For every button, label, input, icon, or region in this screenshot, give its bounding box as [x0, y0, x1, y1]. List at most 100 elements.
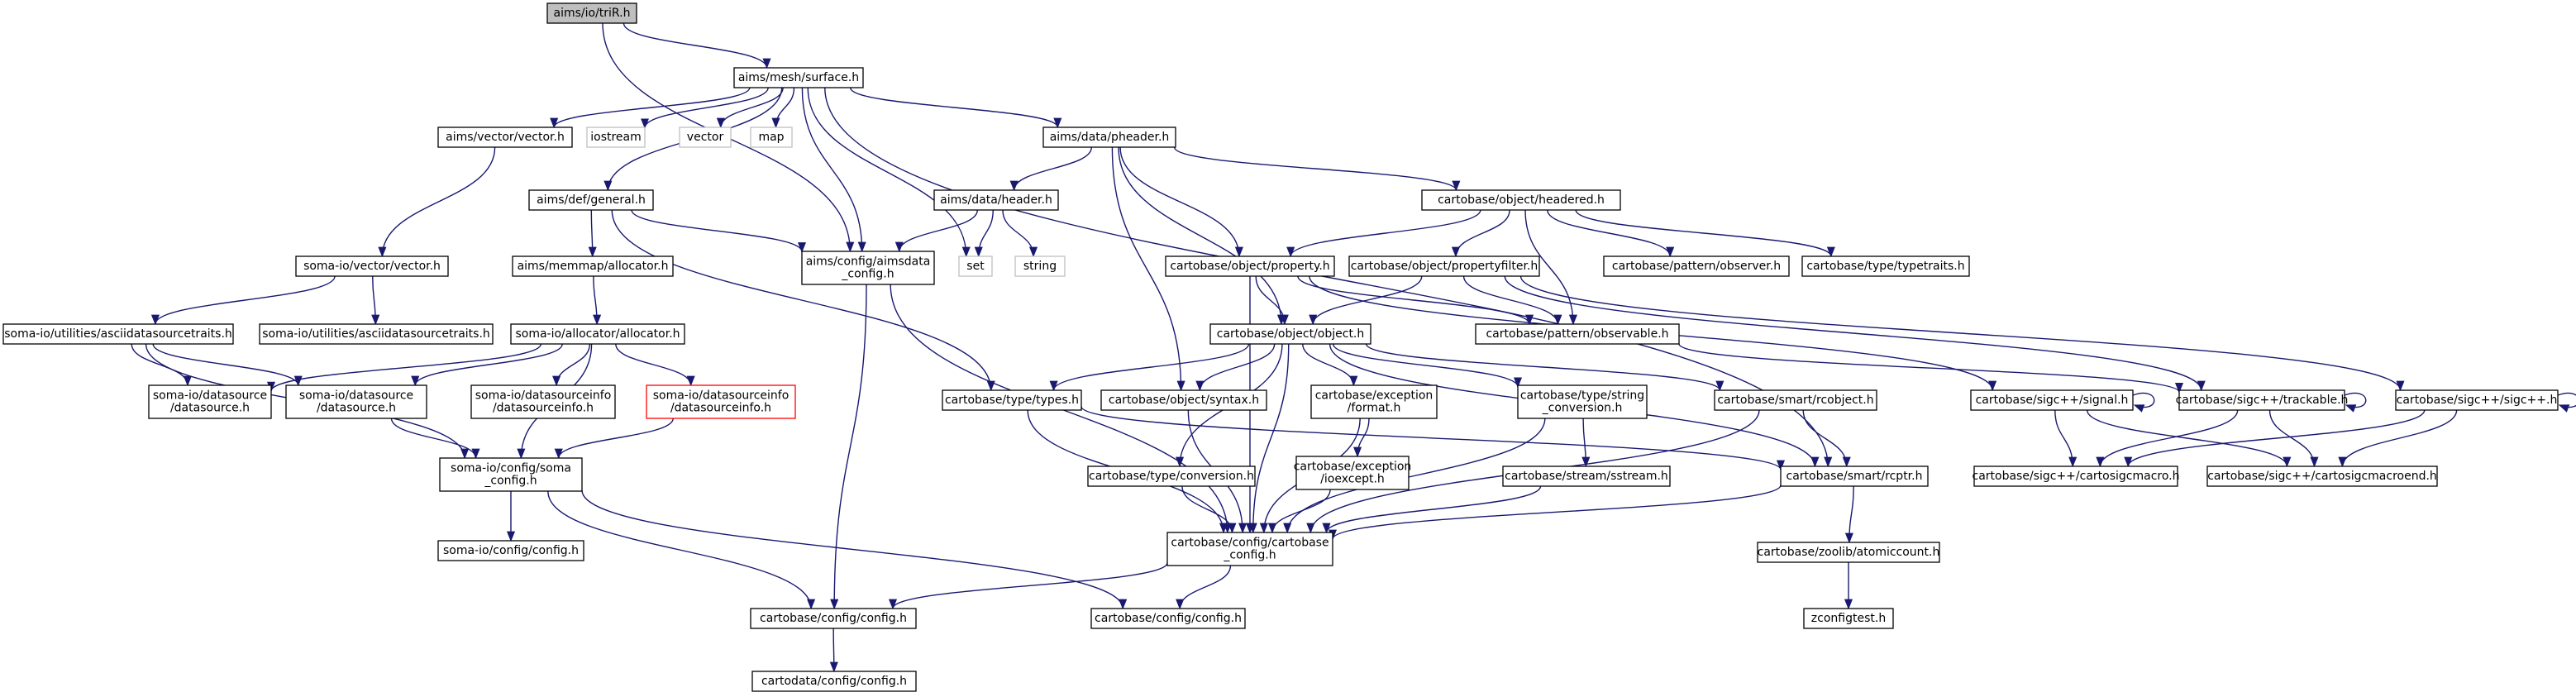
node-box[interactable]: [512, 255, 674, 277]
node-n41[interactable]: cartobase/sigc++/cartosigcmacro.h: [1973, 465, 2180, 487]
node-box[interactable]: [1348, 255, 1540, 277]
node-box[interactable]: [586, 127, 646, 148]
node-n16[interactable]: cartobase/object/propertyfilter.h: [1348, 255, 1540, 277]
node-box[interactable]: [2395, 389, 2559, 411]
node-box[interactable]: [1475, 323, 1680, 345]
node-n40[interactable]: cartobase/smart/rcptr.h: [1780, 465, 1929, 487]
node-n3[interactable]: iostream: [586, 127, 646, 148]
node-n33[interactable]: cartobase/sigc++/signal.h: [1970, 389, 2134, 411]
node-box[interactable]: [750, 608, 917, 629]
node-box[interactable]: [528, 189, 654, 211]
node-box[interactable]: [1780, 465, 1929, 487]
node-n34[interactable]: cartobase/sigc++/trackable.h: [2176, 389, 2349, 411]
node-n25[interactable]: soma-io/datasource/datasource.h: [285, 384, 427, 419]
node-box[interactable]: [1042, 127, 1176, 148]
node-box[interactable]: [1714, 389, 1877, 411]
node-n29[interactable]: cartobase/object/syntax.h: [1100, 389, 1267, 411]
node-n1[interactable]: aims/mesh/surface.h: [733, 67, 864, 88]
node-box[interactable]: [470, 384, 616, 419]
node-box[interactable]: [285, 384, 427, 419]
node-box[interactable]: [942, 389, 1082, 411]
node-box[interactable]: [1087, 465, 1256, 487]
node-box[interactable]: [148, 384, 272, 419]
node-n31[interactable]: cartobase/type/string_conversion.h: [1517, 384, 1648, 419]
node-box[interactable]: [2206, 465, 2438, 487]
node-n11[interactable]: aims/memmap/allocator.h: [512, 255, 674, 277]
node-box[interactable]: [1421, 189, 1621, 211]
node-n27[interactable]: soma-io/datasourceinfo/datasourceinfo.h: [646, 384, 796, 419]
node-box[interactable]: [439, 457, 583, 492]
node-n6[interactable]: aims/data/pheader.h: [1042, 127, 1176, 148]
node-box[interactable]: [1165, 255, 1335, 277]
node-n13[interactable]: set: [958, 255, 993, 277]
node-box[interactable]: [546, 2, 637, 24]
node-n26[interactable]: soma-io/datasourceinfo/datasourceinfo.h: [470, 384, 616, 419]
node-box[interactable]: [1803, 608, 1894, 629]
node-n21[interactable]: soma-io/allocator/allocator.h: [510, 323, 685, 345]
node-n49[interactable]: cartodata/config/config.h: [751, 671, 917, 692]
node-box[interactable]: [1970, 389, 2134, 411]
node-box[interactable]: [751, 671, 917, 692]
node-box[interactable]: [1801, 255, 1970, 277]
node-n30[interactable]: cartobase/exception/format.h: [1310, 384, 1438, 419]
node-n37[interactable]: cartobase/type/conversion.h: [1087, 465, 1256, 487]
node-box[interactable]: [510, 323, 685, 345]
node-n24[interactable]: soma-io/datasource/datasource.h: [148, 384, 272, 419]
node-box[interactable]: [801, 251, 935, 285]
node-box[interactable]: [2178, 389, 2345, 411]
node-n48[interactable]: zconfigtest.h: [1803, 608, 1894, 629]
node-box[interactable]: [1502, 465, 1671, 487]
node-n7[interactable]: aims/def/general.h: [528, 189, 654, 211]
node-box[interactable]: [259, 323, 494, 345]
node-n18[interactable]: cartobase/type/typetraits.h: [1801, 255, 1970, 277]
node-box[interactable]: [958, 255, 993, 277]
node-n2[interactable]: aims/vector/vector.h: [437, 127, 573, 148]
node-n42[interactable]: cartobase/sigc++/cartosigcmacroend.h: [2206, 465, 2438, 487]
node-n28[interactable]: cartobase/type/types.h: [942, 389, 1082, 411]
node-box[interactable]: [1209, 323, 1371, 345]
node-n14[interactable]: string: [1014, 255, 1066, 277]
node-n47[interactable]: cartobase/config/config.h: [1090, 608, 1246, 629]
node-n39[interactable]: cartobase/stream/sstream.h: [1502, 465, 1671, 487]
node-box[interactable]: [1603, 255, 1790, 277]
node-box[interactable]: [933, 189, 1059, 211]
node-n17[interactable]: cartobase/pattern/observer.h: [1603, 255, 1790, 277]
node-n5[interactable]: map: [750, 127, 793, 148]
node-n43[interactable]: soma-io/config/config.h: [437, 540, 584, 561]
node-n23[interactable]: cartobase/pattern/observable.h: [1475, 323, 1680, 345]
node-n38[interactable]: cartobase/exception/ioexcept.h: [1294, 456, 1412, 490]
node-n36[interactable]: soma-io/config/soma_config.h: [439, 457, 583, 492]
node-box[interactable]: [1295, 456, 1410, 490]
node-box[interactable]: [1090, 608, 1246, 629]
node-n15[interactable]: cartobase/object/property.h: [1165, 255, 1335, 277]
node-n22[interactable]: cartobase/object/object.h: [1209, 323, 1371, 345]
node-n32[interactable]: cartobase/smart/rcobject.h: [1714, 389, 1877, 411]
node-box[interactable]: [1973, 465, 2178, 487]
node-n9[interactable]: cartobase/object/headered.h: [1421, 189, 1621, 211]
node-n0[interactable]: aims/io/triR.h: [546, 2, 637, 24]
node-box[interactable]: [437, 127, 573, 148]
node-box[interactable]: [750, 127, 793, 148]
node-box[interactable]: [2, 323, 234, 345]
node-box[interactable]: [437, 540, 584, 561]
node-box[interactable]: [1757, 542, 1940, 563]
node-box[interactable]: [1014, 255, 1066, 277]
node-box[interactable]: [646, 384, 796, 419]
node-box[interactable]: [733, 67, 864, 88]
node-n12[interactable]: aims/config/aimsdata_config.h: [801, 251, 935, 285]
node-n44[interactable]: cartobase/config/cartobase_config.h: [1166, 532, 1333, 566]
node-box[interactable]: [1100, 389, 1267, 411]
node-box[interactable]: [1517, 384, 1648, 419]
node-box[interactable]: [679, 127, 732, 148]
node-box[interactable]: [1310, 384, 1438, 419]
node-n4[interactable]: vector: [679, 127, 732, 148]
node-n8[interactable]: aims/data/header.h: [933, 189, 1059, 211]
node-box[interactable]: [1166, 532, 1333, 566]
node-box[interactable]: [295, 255, 449, 277]
node-n45[interactable]: cartobase/zoolib/atomiccount.h: [1757, 542, 1940, 563]
node-n20[interactable]: soma-io/utilities/asciidatasourcetraits.…: [259, 323, 494, 345]
node-n19[interactable]: soma-io/utilities/asciidatasourcetraits.…: [2, 323, 234, 345]
node-n46[interactable]: cartobase/config/config.h: [750, 608, 917, 629]
node-n35[interactable]: cartobase/sigc++/sigc++.h: [2395, 389, 2559, 411]
node-n10[interactable]: soma-io/vector/vector.h: [295, 255, 449, 277]
